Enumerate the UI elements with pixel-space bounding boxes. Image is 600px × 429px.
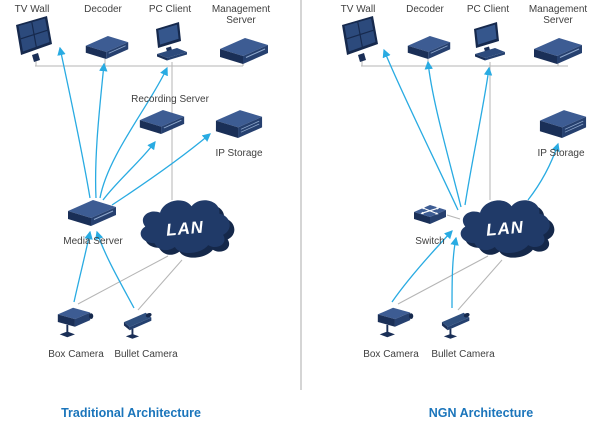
box-camera-label: Box Camera bbox=[48, 349, 104, 360]
recording-server-label: Recording Server bbox=[131, 94, 209, 105]
decoder-label: Decoder bbox=[84, 4, 122, 15]
tv-wall-label: TV Wall bbox=[15, 4, 50, 15]
bullet-camera-label: Bullet Camera bbox=[431, 349, 495, 360]
management-server-label-line2: Server bbox=[543, 15, 573, 26]
box-camera-label: Box Camera bbox=[363, 349, 419, 360]
management-server-label-line1: Management bbox=[529, 4, 588, 15]
lan-label: LAN bbox=[165, 217, 204, 239]
right-cyan-connections bbox=[382, 48, 560, 309]
media-server-label: Media Server bbox=[63, 236, 123, 247]
management-server-label-line2: Server bbox=[226, 15, 256, 26]
left-gray-connections bbox=[35, 59, 244, 311]
management-server-label-line1: Management bbox=[212, 4, 271, 15]
switch-label: Switch bbox=[415, 236, 444, 247]
left-cyan-connections bbox=[57, 46, 211, 309]
ngn-architecture-title: NGN Architecture bbox=[429, 406, 533, 420]
right-gray-connections bbox=[361, 59, 568, 311]
ip-storage-label: IP Storage bbox=[537, 148, 585, 159]
traditional-architecture-title: Traditional Architecture bbox=[61, 406, 201, 420]
lan-label: LAN bbox=[485, 217, 524, 239]
ngn-architecture-section: LAN TV Wall Decoder PC Client Management… bbox=[341, 4, 588, 420]
bullet-camera-label: Bullet Camera bbox=[114, 349, 178, 360]
tv-wall-label: TV Wall bbox=[341, 4, 376, 15]
pc-client-label: PC Client bbox=[149, 4, 191, 15]
decoder-label: Decoder bbox=[406, 4, 444, 15]
ip-storage-label: IP Storage bbox=[215, 148, 263, 159]
traditional-architecture-section: LAN TV Wall Decoder PC Client Management… bbox=[15, 4, 271, 420]
pc-client-label: PC Client bbox=[467, 4, 509, 15]
